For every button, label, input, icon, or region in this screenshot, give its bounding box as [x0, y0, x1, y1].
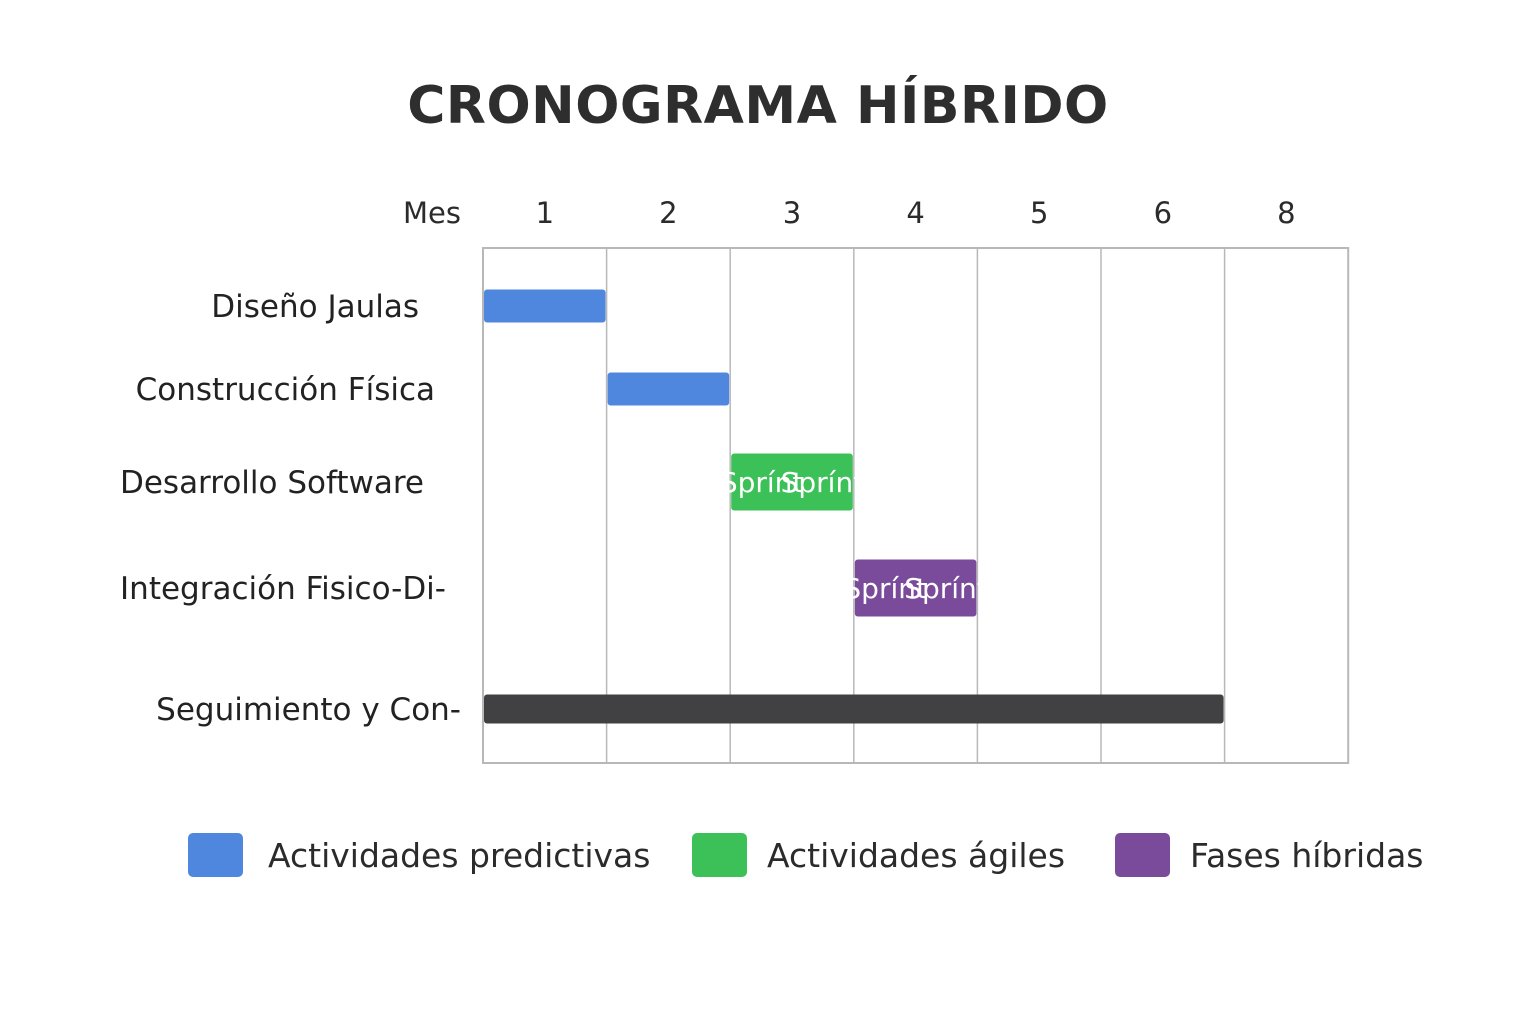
task-bar	[731, 453, 853, 511]
chart-title: CRONOGRAMA HÍBRIDO	[407, 76, 1109, 136]
chart-grid	[482, 247, 1350, 764]
legend-swatch-agile	[692, 833, 747, 877]
month-label-6: 6	[1154, 196, 1172, 230]
legend: Actividades predictivas Actividades ágile…	[188, 833, 1423, 877]
task-label: Diseño Jaulas	[211, 289, 419, 325]
task-bar	[484, 694, 1224, 724]
legend-swatch-predictive	[188, 833, 243, 877]
legend-swatch-hybrid	[1115, 833, 1170, 877]
month-label-5: 5	[1030, 196, 1048, 230]
task-label: Desarrollo Software	[120, 465, 424, 501]
task-bar	[607, 372, 730, 406]
month-axis-label: Mes	[403, 196, 461, 230]
task-label: Seguimiento y Con-	[156, 692, 461, 728]
sprint-label: Sprínt	[843, 572, 927, 605]
month-label-8: 8	[1277, 196, 1295, 230]
task-label: Construcción Física	[136, 372, 435, 408]
month-tick-labels: 1 2 3 4 5 6 8	[536, 196, 1296, 230]
task-bar	[484, 289, 606, 323]
month-label-4: 4	[906, 196, 924, 230]
sprint-label: Sprínt	[904, 572, 988, 605]
sprint-label: Sprínt	[781, 466, 865, 499]
legend-label: Fases híbridas	[1190, 836, 1423, 875]
legend-label: Actividades predictivas	[268, 836, 650, 875]
sprint-label: Sprínt	[720, 466, 804, 499]
month-label-1: 1	[536, 196, 554, 230]
legend-label: Actividades ágiles	[767, 836, 1065, 875]
grid-frame	[482, 247, 1350, 764]
task-bar	[854, 559, 977, 617]
month-label-3: 3	[783, 196, 801, 230]
month-label-2: 2	[659, 196, 677, 230]
task-label: Integración Fisico-Di-	[120, 571, 446, 607]
